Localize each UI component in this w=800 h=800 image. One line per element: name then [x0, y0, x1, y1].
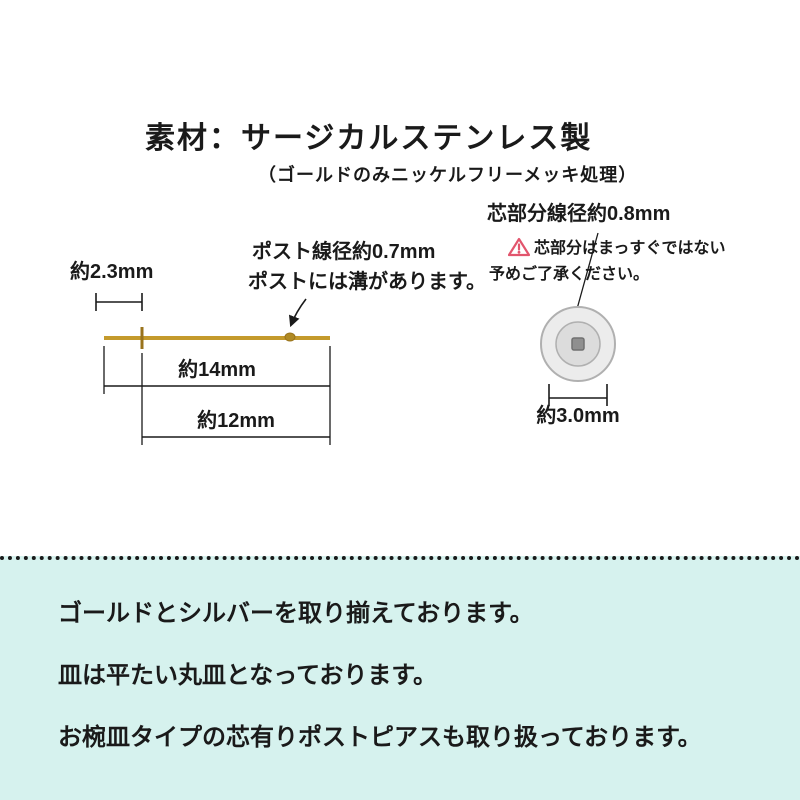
catch-core-square — [571, 337, 585, 351]
warning-triangle-icon — [508, 237, 530, 257]
post-length-label: 約12mm — [197, 410, 275, 432]
groove-dot — [284, 332, 296, 342]
material-title: 素材：サージカルステンレス製 — [145, 122, 593, 155]
note-line-1: ゴールドとシルバーを取り揃えております。 — [58, 600, 534, 627]
note-line-3: お椀皿タイプの芯有りポストピアスも取り扱っております。 — [58, 724, 702, 751]
notes-section: ゴールドとシルバーを取り揃えております。 皿は平たい丸皿となっております。 お椀… — [0, 556, 800, 800]
total-length-label: 約14mm — [178, 359, 256, 381]
post-wire-diameter-label: ポスト線径約0.7mm — [252, 241, 436, 263]
catch-drawing — [540, 306, 616, 382]
plate-diameter-label: 約2.3mm — [70, 261, 154, 283]
catch-width-dimension — [548, 384, 608, 406]
note-line-2: 皿は平たい丸皿となっております。 — [58, 662, 437, 689]
length-dimension-lines — [103, 346, 331, 445]
warning-text-line2: 予めご了承ください。 — [489, 266, 650, 283]
core-diameter-label: 芯部分線径約0.8mm — [487, 203, 671, 225]
plate-dimension-bracket — [95, 293, 143, 311]
core-pointer-line — [576, 232, 599, 310]
groove-note-label: ポストには溝があります。 — [248, 271, 486, 293]
dimension-drawing — [95, 232, 616, 445]
catch-width-label: 約3.0mm — [536, 405, 620, 427]
groove-arrow — [288, 298, 307, 328]
warning-text-line1: 芯部分はまっすぐではない — [534, 240, 726, 257]
material-subtitle: （ゴールドのみニッケルフリーメッキ処理） — [258, 165, 638, 185]
